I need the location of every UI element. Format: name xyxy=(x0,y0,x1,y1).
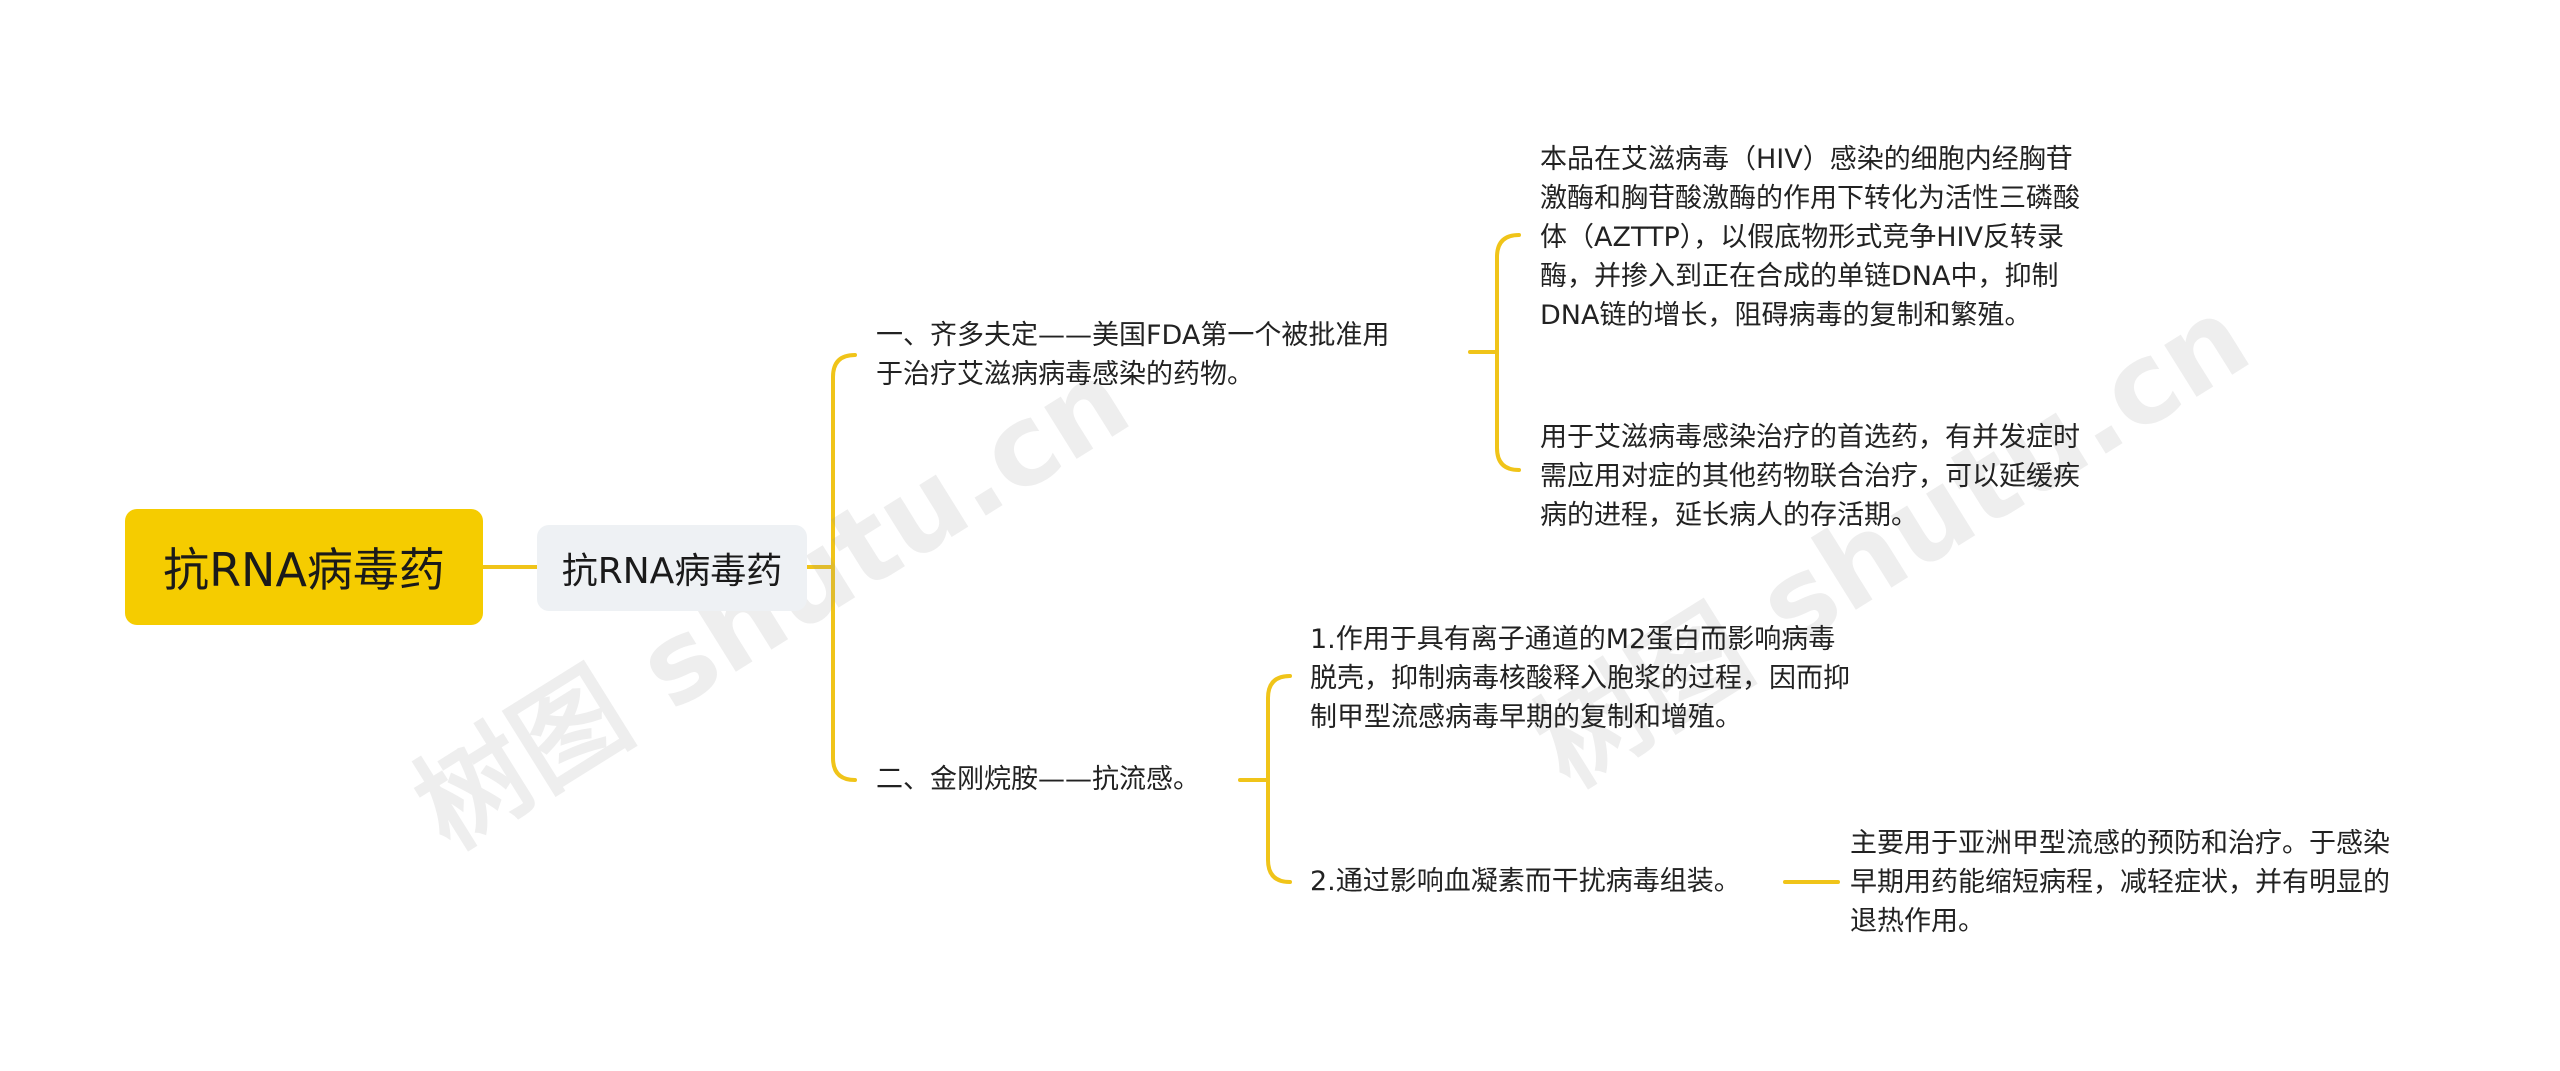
hub-topic[interactable]: 抗RNA病毒药 xyxy=(537,525,807,611)
root-topic[interactable]: 抗RNA病毒药 xyxy=(125,509,483,625)
text-line: 二、金刚烷胺——抗流感。 xyxy=(876,764,1200,795)
connector-branch2-children xyxy=(1266,674,1292,884)
text-line: 用于艾滋病毒感染治疗的首选药，有并发症时 xyxy=(1540,422,2080,453)
branch1-detail-b[interactable]: 用于艾滋病毒感染治疗的首选药，有并发症时 需应用对症的其他药物联合治疗，可以延缓… xyxy=(1540,418,2080,535)
text-line: 脱壳，抑制病毒核酸释入胞浆的过程，因而抑 xyxy=(1310,663,1850,694)
text-line: 酶，并掺入到正在合成的单链DNA中，抑制 xyxy=(1540,261,2059,292)
text-line: DNA链的增长，阻碍病毒的复制和繁殖。 xyxy=(1540,300,2032,331)
branch2-detail-a[interactable]: 1.作用于具有离子通道的M2蛋白而影响病毒 脱壳，抑制病毒核酸释入胞浆的过程，因… xyxy=(1310,620,1850,737)
connector-trunk-branches xyxy=(831,353,857,782)
text-line: 退热作用。 xyxy=(1850,906,1985,937)
branch1-topic[interactable]: 一、齐多夫定——美国FDA第一个被批准用 于治疗艾滋病病毒感染的药物。 xyxy=(876,316,1389,394)
text-line: 一、齐多夫定——美国FDA第一个被批准用 xyxy=(876,320,1390,351)
text-line: 1.作用于具有离子通道的M2蛋白而影响病毒 xyxy=(1310,624,1836,655)
text-line: 早期用药能缩短病程，减轻症状，并有明显的 xyxy=(1850,867,2390,898)
text-line: 于治疗艾滋病病毒感染的药物。 xyxy=(876,359,1254,390)
branch2-topic[interactable]: 二、金刚烷胺——抗流感。 xyxy=(876,760,1200,799)
text-line: 2.通过影响血凝素而干扰病毒组装。 xyxy=(1310,866,1741,897)
hub-topic-label: 抗RNA病毒药 xyxy=(561,551,783,592)
connector-branch1-children xyxy=(1495,233,1521,472)
branch1-detail-a[interactable]: 本品在艾滋病毒（HIV）感染的细胞内经胸苷 激酶和胸苷酸激酶的作用下转化为活性三… xyxy=(1540,140,2080,335)
text-line: 制甲型流感病毒早期的复制和增殖。 xyxy=(1310,702,1742,733)
branch2-detail-b-note[interactable]: 主要用于亚洲甲型流感的预防和治疗。于感染 早期用药能缩短病程，减轻症状，并有明显… xyxy=(1850,824,2390,941)
text-line: 需应用对症的其他药物联合治疗，可以延缓疾 xyxy=(1540,461,2080,492)
root-topic-label: 抗RNA病毒药 xyxy=(163,543,445,597)
text-line: 激酶和胸苷酸激酶的作用下转化为活性三磷酸 xyxy=(1540,183,2080,214)
text-line: 主要用于亚洲甲型流感的预防和治疗。于感染 xyxy=(1850,828,2390,859)
text-line: 病的进程，延长病人的存活期。 xyxy=(1540,500,1918,531)
text-line: 本品在艾滋病毒（HIV）感染的细胞内经胸苷 xyxy=(1540,144,2073,175)
text-line: 体（AZTTP），以假底物形式竞争HIV反转录 xyxy=(1540,222,2064,253)
branch2-detail-b[interactable]: 2.通过影响血凝素而干扰病毒组装。 xyxy=(1310,862,1741,901)
